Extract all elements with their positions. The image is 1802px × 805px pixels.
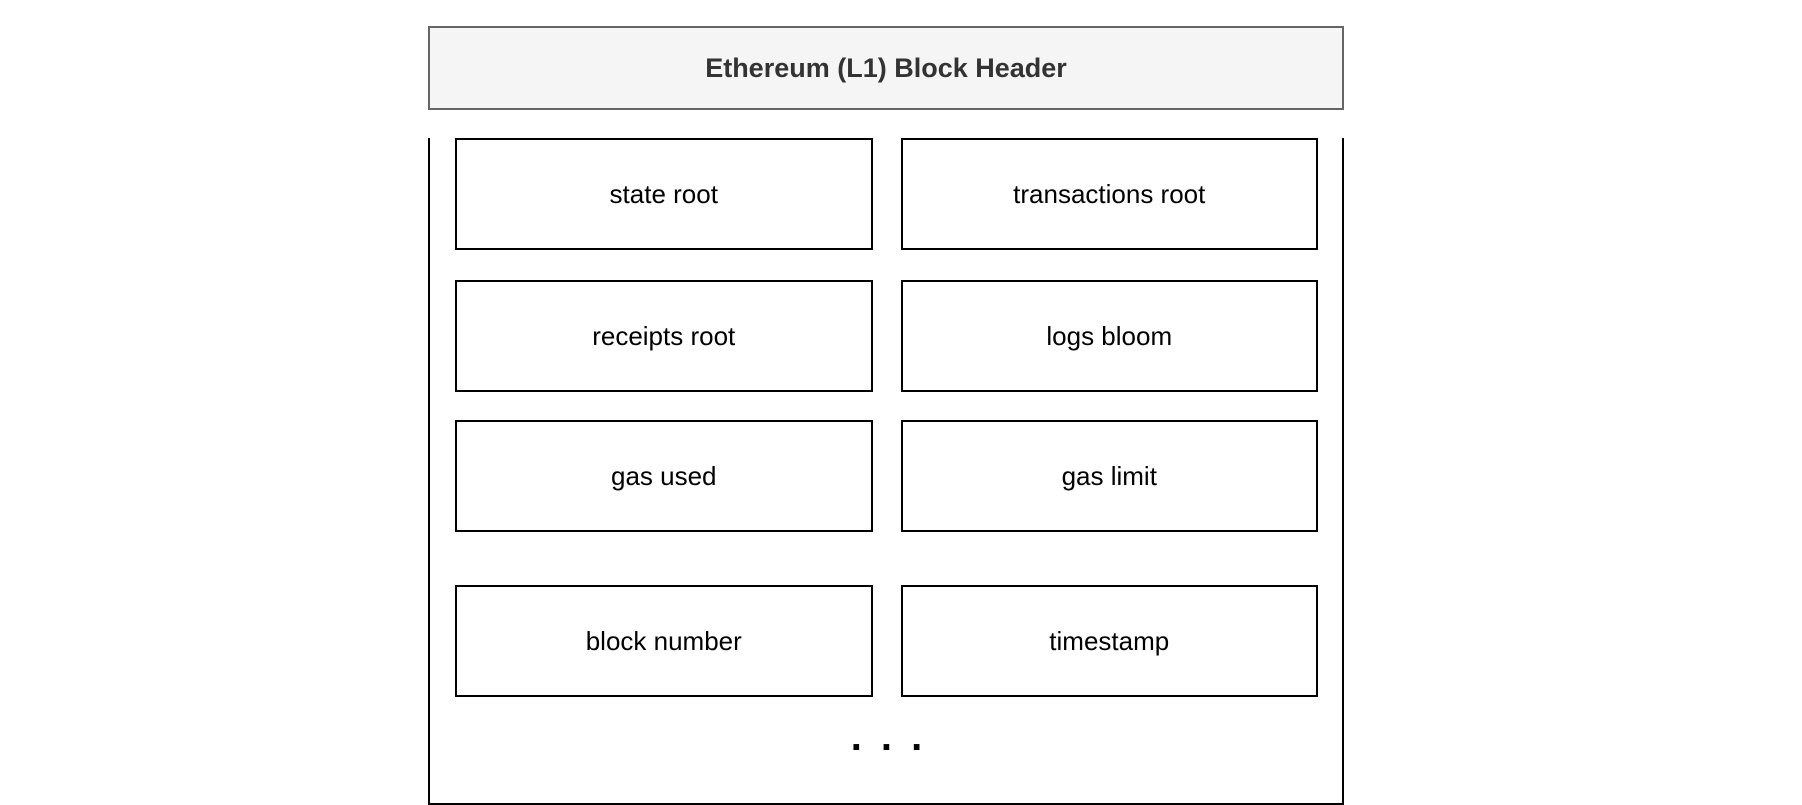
field-label: gas limit xyxy=(1061,460,1157,491)
ethereum-block-header-diagram: Ethereum (L1) Block Header state root tr… xyxy=(428,26,1344,805)
field-row-3: gas used gas limit xyxy=(455,420,1318,532)
field-box-timestamp: timestamp xyxy=(900,585,1318,697)
field-label: gas used xyxy=(610,460,717,491)
field-label: block number xyxy=(585,625,742,656)
field-box-gas-limit: gas limit xyxy=(900,420,1318,532)
field-row-1: state root transactions root xyxy=(455,138,1318,250)
field-label: receipts root xyxy=(592,320,736,351)
field-box-transactions-root: transactions root xyxy=(900,138,1318,250)
field-box-receipts-root: receipts root xyxy=(455,280,873,392)
field-label: transactions root xyxy=(1013,178,1206,209)
field-box-gas-used: gas used xyxy=(455,420,873,532)
diagram-title-bar: Ethereum (L1) Block Header xyxy=(428,26,1344,110)
more-fields-ellipsis: . . . xyxy=(455,701,1318,757)
ellipsis-dots: . . . xyxy=(850,715,927,759)
field-label: logs bloom xyxy=(1046,320,1173,351)
field-box-state-root: state root xyxy=(455,138,873,250)
field-label: timestamp xyxy=(1049,625,1170,656)
field-row-2: receipts root logs bloom xyxy=(455,280,1318,392)
field-row-4: block number timestamp xyxy=(455,585,1318,697)
diagram-body: state root transactions root receipts ro… xyxy=(428,138,1344,805)
field-label: state root xyxy=(609,178,718,209)
field-box-block-number: block number xyxy=(455,585,873,697)
field-box-logs-bloom: logs bloom xyxy=(900,280,1318,392)
diagram-title: Ethereum (L1) Block Header xyxy=(705,52,1067,83)
